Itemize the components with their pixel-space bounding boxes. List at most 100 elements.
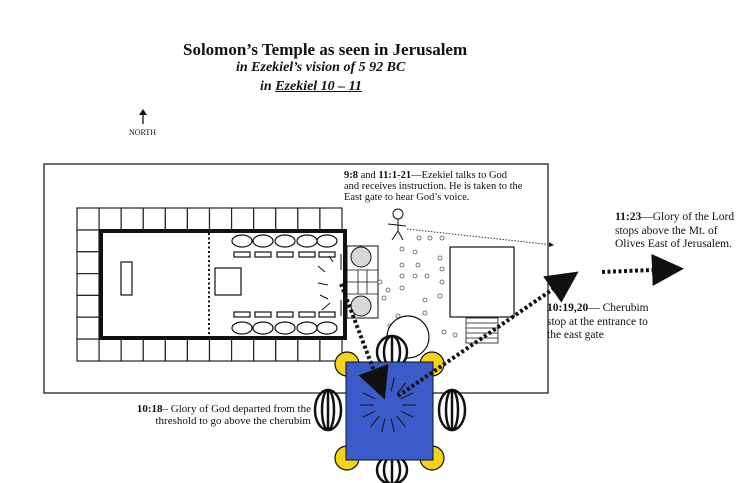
courtyard-dot	[412, 273, 418, 279]
page-title: Solomon’s Temple as seen in Jerusalem	[183, 40, 468, 59]
table	[233, 251, 251, 258]
lampstand	[316, 234, 338, 248]
glory-ray	[381, 418, 386, 433]
note-ref: 11:23	[615, 211, 642, 223]
arrow-to-east-gate	[396, 271, 579, 398]
note-ref: 10:18	[136, 403, 163, 415]
note-text: – Glory of God departed from the thresho…	[155, 403, 312, 427]
note-ezekiel-talks: 9:8 and 11:1-21—Ezekiel talks to God and…	[344, 170, 524, 203]
glory-ray	[396, 415, 406, 428]
courtyard-dot	[427, 235, 433, 241]
lampstand	[252, 234, 274, 248]
note-text: —Ezekiel talks to God and receives instr…	[344, 170, 523, 203]
chamber-cell	[142, 207, 166, 231]
lampstand	[296, 234, 318, 248]
chamber-cell	[253, 207, 277, 231]
ezekiel-figure-icon	[387, 208, 407, 241]
glory-ray	[396, 382, 406, 395]
chamber-cell	[98, 207, 122, 231]
arrow-glory-departs	[339, 283, 389, 400]
chamber-cell	[186, 338, 211, 362]
subtitle-prefix: in	[260, 79, 276, 94]
glory-ray	[390, 418, 395, 433]
chamber-cell	[297, 207, 321, 231]
altar-of-incense	[214, 267, 242, 296]
lampstand	[231, 321, 253, 335]
glory-rays-threshold	[317, 254, 342, 316]
chamber-cell	[208, 207, 233, 231]
courtyard-dot	[399, 246, 405, 252]
chamber-cell	[76, 338, 100, 362]
courtyard-dot	[399, 262, 405, 268]
pillar-boaz	[350, 295, 372, 317]
note-east-gate: 10:19,20— Cherubim stop at the entrance …	[547, 302, 659, 343]
chamber-cell	[76, 229, 100, 253]
glory-ray	[370, 415, 380, 428]
chamber-cell	[76, 273, 100, 297]
courtyard-dot	[415, 262, 421, 268]
chamber-cell	[230, 338, 255, 362]
glory-ray	[390, 377, 395, 392]
note-mount-olives: 11:23—Glory of the Lord stops above the …	[615, 211, 745, 252]
ark	[120, 261, 133, 296]
courtyard-dot	[399, 273, 405, 279]
chamber-cell	[120, 338, 144, 362]
chamber-cell	[275, 338, 299, 362]
scripture-reference: Ezekiel 10 – 11	[275, 79, 362, 94]
glory-ray	[400, 410, 414, 418]
glory-ray	[362, 410, 376, 418]
note-ref: 9:8	[344, 170, 358, 181]
lampstand	[316, 321, 338, 335]
table	[254, 251, 272, 258]
courtyard-dot	[437, 255, 443, 261]
note-text: — Cherubim stop at the entrance to the e…	[547, 302, 649, 341]
throne-platform	[345, 361, 434, 461]
glory-ray	[400, 392, 414, 400]
gate-stairs	[465, 317, 499, 344]
table	[233, 311, 251, 318]
note-threshold: 10:18– Glory of God departed from the th…	[111, 403, 311, 427]
courtyard-dot	[412, 249, 418, 255]
chamber-cell	[275, 207, 299, 231]
courtyard-dot	[452, 332, 458, 338]
chamber-cell	[186, 207, 211, 231]
table	[276, 311, 294, 318]
lampstands-and-tables	[231, 234, 338, 335]
note-ref: 10:19,20	[547, 302, 589, 314]
wheels	[313, 334, 467, 483]
chamber-cell	[208, 338, 233, 362]
side-chambers	[76, 207, 343, 362]
courtyard-dot	[441, 329, 447, 335]
lampstand	[274, 234, 296, 248]
chamber-cell	[319, 207, 343, 231]
north-arrow-icon	[139, 109, 147, 124]
courtyard-dot	[381, 295, 387, 301]
lampstand	[252, 321, 274, 335]
chamber-cell	[230, 207, 255, 231]
north-label: NORTH	[129, 128, 157, 137]
chamber-cell	[120, 207, 144, 231]
chamber-cell	[164, 338, 189, 362]
lampstand	[296, 321, 318, 335]
pillar-jachin	[350, 246, 372, 268]
table	[298, 311, 316, 318]
courtyard-dot	[439, 266, 445, 272]
chamber-cell	[98, 338, 122, 362]
table	[276, 251, 294, 258]
chamber-cell	[142, 338, 166, 362]
arrow-to-mount-olives	[601, 253, 684, 286]
table	[298, 251, 316, 258]
courtyard-dot	[424, 273, 430, 279]
subtitle-reference: in Ezekiel 10 – 11	[260, 79, 362, 95]
chamber-cell	[164, 207, 189, 231]
note-text: and	[358, 170, 379, 181]
note-ref: 11:1-21	[378, 170, 412, 181]
courtyard-dot	[439, 235, 445, 241]
courtyard-dot	[399, 285, 405, 291]
courtyard-dot	[377, 279, 383, 285]
chamber-cell	[76, 294, 100, 318]
path-to-east-gate	[406, 228, 554, 248]
chamber-cell	[76, 251, 100, 275]
courtyard-dot	[439, 279, 445, 285]
